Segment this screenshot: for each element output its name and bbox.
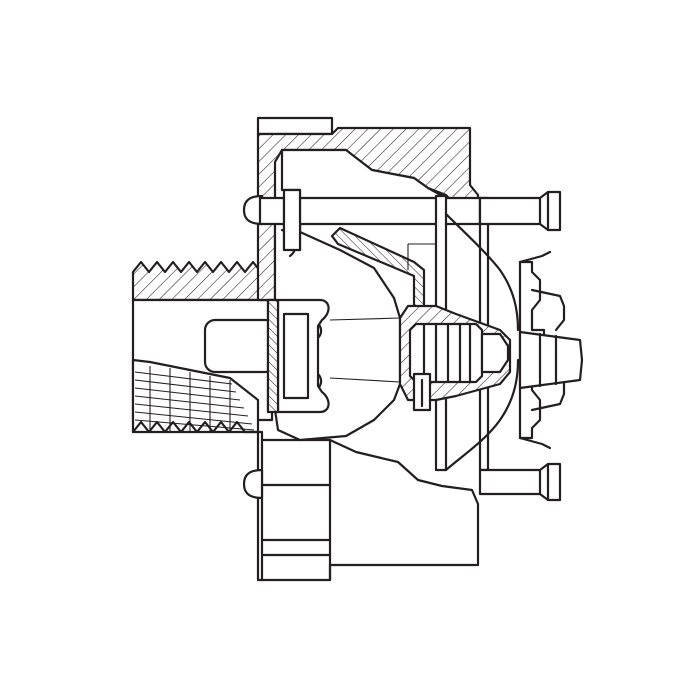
sprinkler-frame xyxy=(242,116,480,582)
strut-assembly xyxy=(258,188,490,472)
threaded-inlet xyxy=(131,260,277,434)
cone-body xyxy=(266,206,402,442)
orifice xyxy=(203,318,277,374)
top-pin xyxy=(478,190,562,232)
load-screw xyxy=(398,304,512,412)
deflector xyxy=(444,212,584,472)
lower-thread-lines xyxy=(134,366,255,432)
bottom-pin xyxy=(478,462,562,502)
